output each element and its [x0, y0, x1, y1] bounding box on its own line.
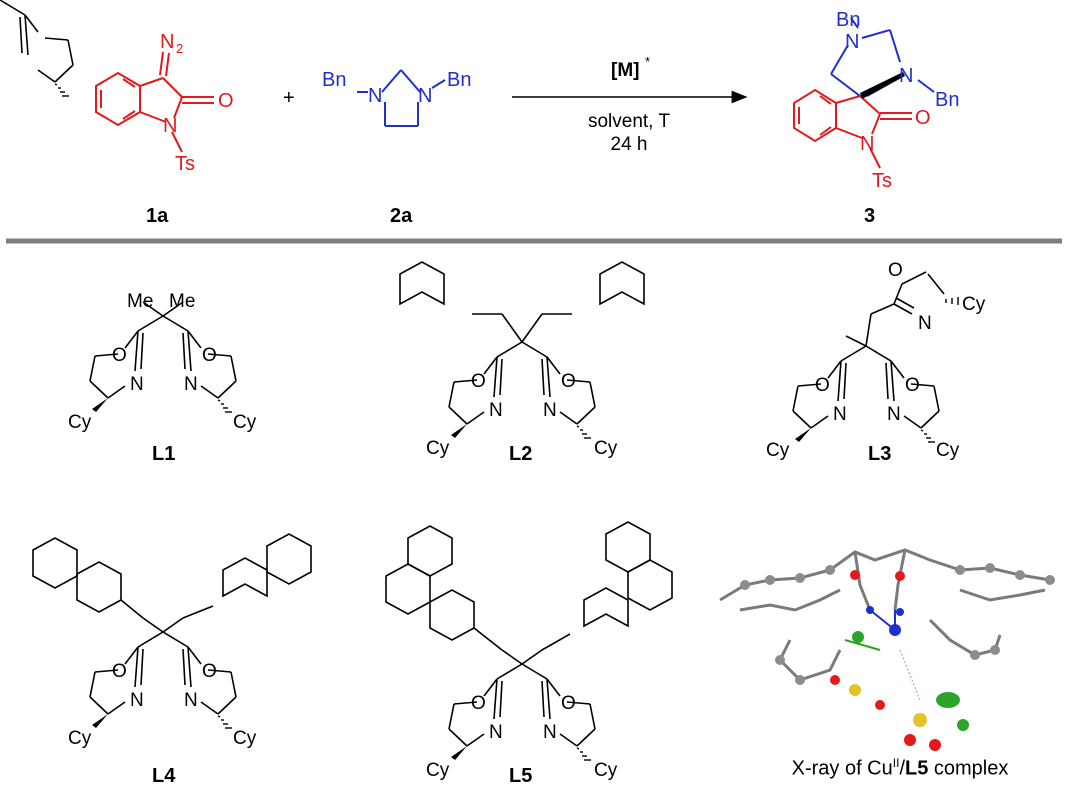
product-atom-bn-top: Bn [836, 9, 860, 31]
ligand-l1 [89, 301, 237, 413]
l3-n-right: N [887, 404, 901, 425]
ligand-l5 [385, 521, 673, 761]
label-l4: L4 [152, 765, 176, 787]
atom-bn-right: Bn [447, 69, 471, 91]
caption-ligand: L5 [905, 757, 929, 780]
l3-n-top: N [918, 313, 932, 334]
l3-cy-left: Cy [766, 440, 790, 461]
l1-cy-left: Cy [68, 412, 92, 433]
catalyst-superscript: * [645, 54, 650, 69]
conditions-time: 24 h [611, 134, 648, 155]
l3-n-left: N [833, 404, 847, 425]
atom-n2-subscript: 2 [176, 41, 183, 56]
product-atom-n-top: N [845, 31, 859, 53]
label-l5: L5 [509, 765, 532, 787]
compound-2a [357, 69, 446, 127]
l1-n-left: N [130, 374, 144, 395]
l1-o-right: O [202, 345, 217, 366]
l3-o-left: O [815, 375, 830, 396]
caption-separator: / [899, 757, 905, 780]
l3-cy-right: Cy [936, 440, 960, 461]
atom-bn-left: Bn [322, 69, 346, 91]
l5-n-right: N [543, 722, 557, 743]
l4-o-right: O [202, 661, 217, 682]
atom-n: N [163, 115, 177, 137]
l4-n-left: N [130, 690, 144, 711]
l1-n-right: N [184, 374, 198, 395]
label-2a: 2a [390, 205, 413, 227]
l4-n-right: N [184, 690, 198, 711]
l1-me-right: Me [169, 291, 195, 312]
l2-cy-left: Cy [426, 438, 450, 459]
label-1a: 1a [146, 205, 169, 227]
l5-cy-left: Cy [426, 760, 450, 781]
product-atom-n: N [860, 133, 874, 155]
l5-cy-right: Cy [594, 760, 618, 781]
plus-sign: + [283, 87, 295, 109]
l2-o-right: O [561, 371, 576, 392]
l1-me-left: Me [127, 291, 153, 312]
ligand-l2 [399, 261, 645, 439]
l4-o-left: O [112, 661, 127, 682]
label-3: 3 [864, 205, 875, 227]
label-l1: L1 [152, 443, 175, 465]
compound-1a [95, 51, 214, 153]
label-l3: L3 [868, 443, 891, 465]
l1-cy-right: Cy [233, 412, 257, 433]
l3-o-right: O [905, 375, 920, 396]
product-atom-n-right: N [899, 65, 913, 87]
compound-3: O N Ts Bn N N Bn [793, 9, 959, 192]
caption-post: complex [928, 757, 1009, 780]
xray-structure-image [719, 548, 1055, 751]
caption-pre: X-ray of Cu [791, 757, 893, 780]
l5-o-left: O [471, 693, 486, 714]
xray-caption: X-ray of CuII/L5 complex [740, 756, 1060, 781]
l4-cy-right: Cy [233, 728, 257, 749]
ligand-l3 [792, 271, 945, 443]
l1-o-left: O [112, 345, 127, 366]
l5-n-left: N [489, 722, 503, 743]
catalyst-label: [M] [611, 60, 639, 81]
atom-o: O [218, 90, 234, 112]
l5-o-right: O [561, 693, 576, 714]
atom-n-left: N [368, 85, 382, 107]
caption-oxidation-state: II [892, 756, 900, 770]
atom-n2: N [160, 31, 174, 53]
label-l2: L2 [509, 443, 532, 465]
l4-cy-left: Cy [68, 728, 92, 749]
product-atom-o: O [915, 107, 931, 129]
l2-n-left: N [489, 400, 503, 421]
product-atom-ts: Ts [872, 170, 892, 192]
l2-n-right: N [543, 400, 557, 421]
conditions-solvent: solvent, T [588, 111, 670, 132]
ligand-l4 [32, 533, 312, 729]
l2-cy-right: Cy [594, 438, 618, 459]
product-atom-bn-right: Bn [935, 89, 959, 111]
l3-cy-top: Cy [962, 294, 986, 315]
l3-o-top: O [888, 260, 903, 281]
l2-o-left: O [471, 371, 486, 392]
atom-n-right: N [418, 85, 432, 107]
atom-ts: Ts [175, 153, 195, 175]
